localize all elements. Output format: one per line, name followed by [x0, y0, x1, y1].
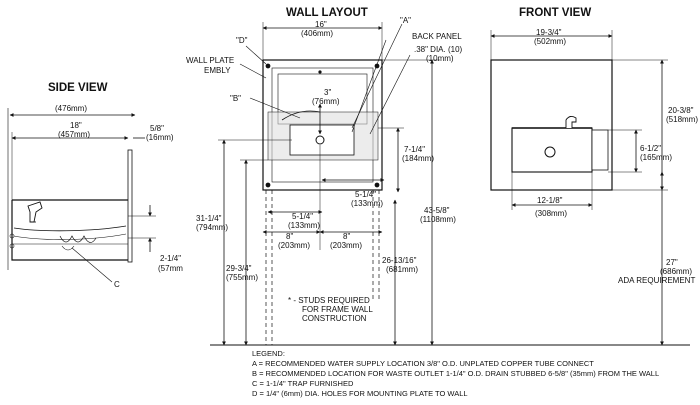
side-trap-in-label: 2-1/4" [160, 254, 182, 263]
wall-plate-label-2: EMBLY [204, 66, 231, 75]
basin-width-in-label: 12-1/8" [537, 196, 563, 205]
dim-8b-in: 8" [343, 232, 351, 241]
basin-height-mm-label: (165mm) [640, 153, 673, 162]
legend: LEGEND: A = RECOMMENDED WATER SUPPLY LOC… [252, 349, 659, 399]
legend-heading: LEGEND: [252, 349, 285, 358]
dim-3114-in: 31-1/4" [196, 214, 222, 223]
dim-261316-mm: (681mm) [386, 265, 419, 274]
wall-layout-title: WALL LAYOUT [286, 7, 368, 19]
front-view-drawing [490, 30, 668, 346]
dim-2934-in: 29-3/4" [226, 264, 252, 273]
side-panel-in-label: 5/8" [150, 124, 164, 133]
side-panel-mm-label: (16mm) [146, 133, 174, 142]
dim-8a-mm: (203mm) [278, 241, 311, 250]
wall-plate-label-1: WALL PLATE [186, 56, 235, 65]
front-width-in-label: 19-3/4" [536, 28, 562, 37]
legend-item-c: C = 1-1/4" TRAP FURNISHED [252, 379, 354, 388]
dim-261316-in: 26-13/16" [382, 256, 417, 265]
dim-714-in: 7-1/4" [404, 145, 426, 154]
legend-item-b: B = RECOMMENDED LOCATION FOR WASTE OUTLE… [252, 369, 660, 378]
side-view-drawing [7, 108, 156, 283]
callout-d: "D" [236, 36, 248, 45]
dim-2934-mm: (755mm) [226, 273, 259, 282]
studs-note-1: * - STUDS REQUIRED [288, 296, 370, 305]
dim-3114-mm: (794mm) [196, 223, 229, 232]
legend-item-d: D = 1/4" (6mm) DIA. HOLES FOR MOUNTING P… [252, 389, 468, 398]
wall-layout-drawing [210, 22, 690, 346]
side-overall-width-label: (476mm) [55, 104, 88, 113]
dim-514b-in: 5-1/4" [292, 212, 314, 221]
hole-dia-label: .38" DIA. (10) [414, 45, 463, 54]
studs-note-3: CONSTRUCTION [302, 314, 367, 323]
side-trap-mm-label: (57mm [158, 264, 183, 273]
floor-height-mm-label: (686mm) [660, 267, 693, 276]
back-panel-label: BACK PANEL [412, 32, 462, 41]
dim-714-mm: (184mm) [402, 154, 435, 163]
dim-8a-in: 8" [286, 232, 294, 241]
front-height-mm-label: (518mm) [666, 115, 699, 124]
side-view-title: SIDE VIEW [48, 82, 108, 94]
dim-514b-mm: (133mm) [288, 221, 321, 230]
floor-height-in-label: 27" [666, 258, 678, 267]
legend-item-a: A = RECOMMENDED WATER SUPPLY LOCATION 3/… [252, 359, 594, 368]
dim-3-in: 3" [324, 88, 332, 97]
wall-width-in-label: 16" [315, 20, 327, 29]
front-height-in-label: 20-3/8" [668, 106, 694, 115]
basin-height-in-label: 6-1/2" [640, 144, 662, 153]
dim-514a-in: 5-1/4" [355, 190, 377, 199]
dim-3-mm: (76mm) [312, 97, 340, 106]
dim-514a-mm: (133mm) [351, 199, 384, 208]
basin-width-mm-label: (308mm) [535, 209, 568, 218]
front-view-title: FRONT VIEW [519, 7, 592, 19]
hole-mm-label: (10mm) [426, 54, 454, 63]
callout-b: "B" [230, 94, 242, 103]
studs-note-2: FOR FRAME WALL [302, 305, 373, 314]
dim-4358-mm: (1108mm) [420, 215, 456, 224]
callout-c: C [114, 280, 120, 289]
front-width-mm-label: (502mm) [534, 37, 567, 46]
ada-requirement-label: ADA REQUIREMENT [618, 276, 696, 285]
callout-a: "A" [400, 16, 412, 25]
side-depth-mm-label: (457mm) [58, 130, 91, 139]
wall-width-mm-label: (406mm) [301, 29, 334, 38]
side-depth-in-label: 18" [70, 121, 82, 130]
dim-4358-in: 43-5/8" [424, 206, 450, 215]
dim-8b-mm: (203mm) [330, 241, 363, 250]
